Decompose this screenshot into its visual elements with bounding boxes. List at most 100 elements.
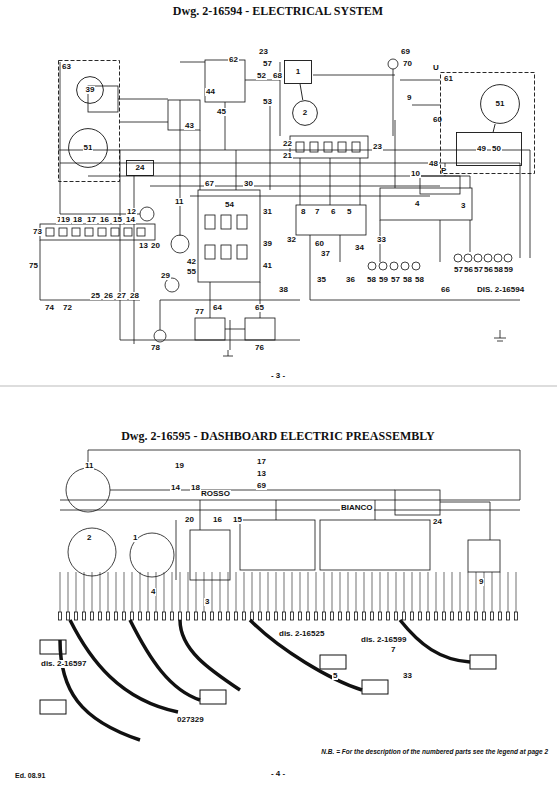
terminal: [107, 612, 110, 620]
terminal: [99, 612, 102, 620]
wire: [292, 572, 293, 612]
lamp-69: [388, 59, 398, 69]
terminal: [235, 612, 238, 620]
callout-number: 10: [410, 170, 421, 178]
gauge: [130, 533, 174, 577]
relay-77: [195, 318, 225, 340]
switch-10: [420, 176, 460, 194]
callout-number: 30: [243, 180, 254, 188]
callout-number: 17: [256, 458, 267, 466]
callout-number: 15: [232, 516, 243, 524]
wire: [340, 572, 341, 612]
fuse: [59, 228, 67, 236]
outline: [69, 129, 108, 168]
wire: [84, 572, 85, 612]
callout-number: 58: [366, 276, 377, 284]
callout-number: 5: [346, 208, 352, 216]
pin: [324, 142, 332, 152]
note: N.B. = For the description of the number…: [321, 748, 548, 755]
ground: [494, 330, 506, 341]
callout-number: 58: [402, 276, 413, 284]
callout-number: 9: [406, 94, 412, 102]
wire: [393, 69, 394, 136]
terminal: [499, 612, 502, 620]
component-box: 1: [284, 60, 312, 84]
terminal: [67, 612, 70, 620]
node-outline: [440, 72, 535, 174]
wire: [140, 572, 141, 612]
callout-number: 20: [184, 516, 195, 524]
callout-number: 78: [150, 344, 161, 352]
outline: [481, 85, 520, 124]
wire: [316, 572, 317, 612]
wire: [324, 572, 325, 612]
terminal: [267, 612, 270, 620]
callout-number: 64: [212, 304, 223, 312]
wire: [204, 572, 205, 612]
wire: [40, 240, 140, 300]
callout-number: 60: [432, 116, 443, 124]
callout-number: 58: [414, 276, 425, 284]
callout-number: 23: [372, 143, 383, 151]
terminal: [395, 612, 398, 620]
page-fold: [0, 386, 557, 387]
wire: [172, 572, 173, 612]
callout-number: 73: [32, 228, 43, 236]
terminal: [515, 612, 518, 620]
callout-number: 25: [90, 292, 101, 300]
callout-number: 11: [174, 198, 184, 206]
terminal: [315, 612, 318, 620]
wire: [412, 105, 440, 106]
wire: [196, 572, 197, 612]
callout-number: 52: [256, 72, 267, 80]
wire: [108, 572, 109, 612]
terminal: [203, 612, 206, 620]
wire: [356, 572, 357, 612]
callout-number: 53: [262, 98, 273, 106]
gauge: [171, 235, 189, 253]
wire: [308, 572, 309, 612]
gauge: [66, 468, 110, 512]
wire: [468, 572, 469, 612]
callout-number: dis. 2-16525: [278, 630, 325, 638]
wire: [420, 572, 421, 612]
gauge: [68, 528, 116, 576]
wire: [313, 75, 395, 76]
callout-number: 42: [186, 258, 197, 266]
relay: [205, 215, 215, 229]
terminal: [187, 612, 190, 620]
wire: [396, 572, 397, 612]
component-number: 51: [495, 100, 506, 108]
wire: [284, 572, 285, 612]
terminal: [491, 612, 494, 620]
wire: [68, 572, 69, 612]
callout-number: 59: [503, 266, 514, 274]
plug: [320, 655, 346, 669]
wire: [444, 572, 445, 612]
outline: [293, 101, 318, 126]
wire: [300, 572, 301, 612]
page-text: - 3 -: [270, 372, 286, 380]
terminal: [91, 612, 94, 620]
callout-number: 13: [138, 242, 149, 250]
wire: [260, 572, 261, 612]
pin: [352, 142, 360, 152]
switch-row: [240, 520, 315, 570]
wire: [236, 572, 237, 612]
ground: [223, 350, 233, 356]
wire: [180, 100, 181, 236]
component-number: 2: [302, 109, 308, 117]
terminal: [251, 612, 254, 620]
component-box: 4950: [456, 132, 522, 166]
wire: [120, 340, 300, 341]
wire: [60, 163, 520, 164]
lamp: [379, 262, 387, 270]
terminal: [243, 612, 246, 620]
wire: [116, 572, 117, 612]
lamp: [368, 262, 376, 270]
harness-bundle: [60, 640, 140, 740]
wire: [88, 450, 520, 500]
component-box: 24: [126, 160, 154, 176]
wire: [150, 186, 440, 187]
terminal: [419, 612, 422, 620]
